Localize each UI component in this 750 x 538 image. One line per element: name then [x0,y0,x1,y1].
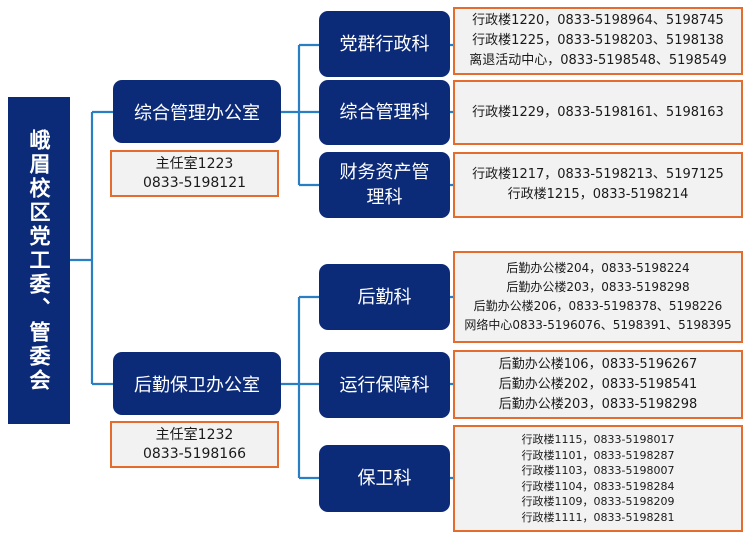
dept-party-admin: 党群行政科 [319,11,450,77]
extension-line: 行政楼1101，0833-5198287 [521,448,675,462]
office-label: 综合管理办公室 [134,102,260,124]
extension-line: 行政楼1111，0833-5198281 [521,510,675,524]
extension-line: 后勤办公楼106，0833-5196267 [498,356,698,372]
office-logistics-security: 后勤保卫办公室 [113,352,281,415]
dept-finance-assets: 财务资产管理科 [319,152,450,218]
extension-line: 后勤办公楼204，0833-5198224 [506,261,690,275]
extension-line: 行政楼1225，0833-5198203、5198138 [472,33,724,48]
extension-line: 离退活动中心，0833-5198548、5198549 [469,53,727,68]
dept-label: 财务资产管理科 [339,162,430,208]
dept-label: 后勤科 [357,286,412,308]
office-label: 后勤保卫办公室 [134,374,260,396]
contact-line: 主任室1232 [155,426,234,443]
contact-line: 0833-5198121 [142,174,247,191]
office-logistics-security-contact: 主任室1232 0833-5198166 [110,421,279,468]
dept-label: 综合管理科 [339,102,430,123]
extension-line: 后勤办公楼206，0833-5198378、5198226 [473,299,723,313]
dept-logistics: 后勤科 [319,264,450,330]
office-general-management-contact: 主任室1223 0833-5198121 [110,150,279,197]
dept-party-admin-extensions: 行政楼1220，0833-5198964、5198745 行政楼1225，083… [453,7,743,75]
extension-line: 后勤办公楼203，0833-5198298 [498,396,698,412]
extension-line: 行政楼1104，0833-5198284 [521,479,675,493]
dept-label: 保卫科 [357,468,412,489]
extension-line: 行政楼1220，0833-5198964、5198745 [472,13,724,28]
office-general-management: 综合管理办公室 [113,80,281,143]
contact-line: 0833-5198166 [142,445,247,462]
contact-line: 主任室1223 [155,155,234,172]
root-committee: 峨眉校区党工委、管委会 [8,97,70,424]
dept-finance-assets-extensions: 行政楼1217，0833-5198213、5197125 行政楼1215，083… [453,152,743,218]
extension-line: 后勤办公楼203，0833-5198298 [506,280,690,294]
dept-label: 党群行政科 [339,33,430,55]
extension-line: 行政楼1115，0833-5198017 [521,433,675,446]
dept-general-management: 综合管理科 [319,80,450,145]
root-label: 峨眉校区党工委、管委会 [27,128,51,393]
extension-line: 行政楼1229，0833-5198161、5198163 [472,104,724,120]
dept-label: 运行保障科 [339,374,430,396]
dept-security-extensions: 行政楼1115，0833-5198017 行政楼1101，0833-519828… [453,425,743,532]
dept-general-management-extensions: 行政楼1229，0833-5198161、5198163 [453,80,743,145]
extension-line: 行政楼1215，0833-5198214 [507,187,689,202]
extension-line: 网络中心0833-5196076、5198391、5198395 [464,318,732,332]
dept-operations-support: 运行保障科 [319,352,450,418]
extension-line: 行政楼1109，0833-5198209 [521,495,675,508]
extension-line: 行政楼1103，0833-5198007 [521,464,675,477]
extension-line: 后勤办公楼202，0833-5198541 [498,376,698,392]
dept-security: 保卫科 [319,445,450,512]
dept-logistics-extensions: 后勤办公楼204，0833-5198224 后勤办公楼203，0833-5198… [453,251,743,343]
dept-operations-support-extensions: 后勤办公楼106，0833-5196267 后勤办公楼202，0833-5198… [453,350,743,419]
extension-line: 行政楼1217，0833-5198213、5197125 [472,167,724,182]
